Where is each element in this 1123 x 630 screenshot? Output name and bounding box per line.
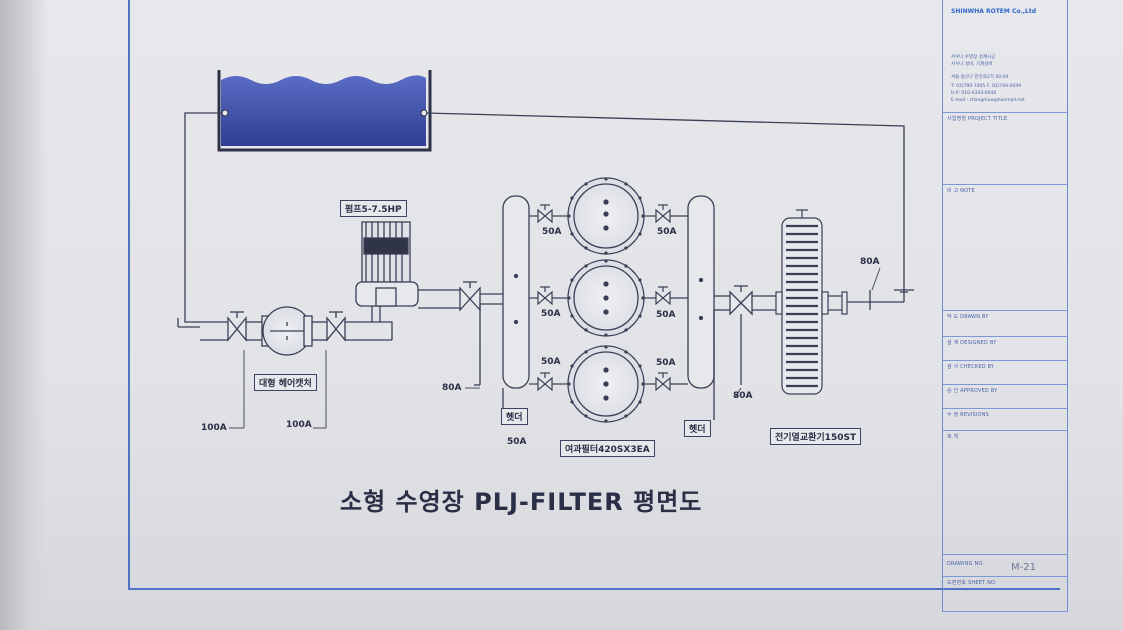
- size-50a-bottom: 50A: [507, 437, 527, 447]
- title-block-row: 작 도 DRAWN BY: [943, 310, 1067, 337]
- heat-exchanger: [775, 209, 904, 395]
- header-right: [687, 195, 715, 420]
- title-block-row: DRAWING NO.: [943, 554, 1067, 577]
- title-block-row: 사업명칭 PROJECT TITLE: [943, 112, 1067, 185]
- valve-size-label: 50A: [656, 358, 676, 368]
- filter-inlet-valves: [529, 204, 568, 392]
- header-right-label: 헷더: [684, 420, 711, 437]
- hair-catcher-assembly: [200, 306, 392, 356]
- filter-label: 여과필터420SX3EA: [560, 440, 655, 457]
- title-block-row: 비 고 NOTE: [943, 184, 1067, 311]
- paper-edge-shadow: [0, 0, 48, 630]
- title-block: SHINWHA ROTEM Co.,Ltd 서우나,수영장 설계시공 사우나 설…: [942, 0, 1068, 612]
- heater-label: 전기열교환기150ST: [770, 428, 862, 445]
- header-left-label: 헷더: [501, 408, 528, 425]
- company-line: H.P: 010-4343-0048: [951, 91, 997, 96]
- pool-wall: [217, 70, 432, 152]
- leader-lines: [229, 267, 881, 429]
- pool-water: [221, 75, 426, 146]
- drawing-frame: [128, 0, 1060, 590]
- pump-discharge: [459, 281, 504, 386]
- title-block-row: 축 척: [943, 430, 1067, 555]
- filter-top: [567, 177, 645, 255]
- title-block-row: 수 정 REVISIONS: [943, 408, 1067, 431]
- return-line: [425, 112, 914, 310]
- title-block-row: 검 사 CHECKED BY: [943, 360, 1067, 385]
- filter-outlet-valves: [644, 204, 688, 392]
- suction-line: [177, 112, 222, 328]
- valve-size-label: 50A: [657, 227, 677, 237]
- header-left: [502, 195, 530, 408]
- company-line: 서우나,수영장 설계시공: [951, 55, 996, 60]
- company-line: E-mail : changmuo@hanmail.net: [951, 98, 1025, 103]
- company-line: 사우나 설비, 기계설비: [951, 62, 993, 67]
- drawing-number: M-21: [1011, 562, 1036, 573]
- valve-size-label: 50A: [541, 309, 561, 319]
- size-80a-heater-in: 80A: [733, 391, 753, 401]
- title-block-row: 승 인 APPROVED BY: [943, 384, 1067, 409]
- filter-tanks: [567, 177, 645, 423]
- valve-size-label: 50A: [541, 357, 561, 367]
- valve-size-label: 50A: [542, 227, 562, 237]
- company-line: T: 02)790-7405 F: 02)749-0049: [951, 84, 1022, 89]
- filter-bottom: [567, 345, 645, 423]
- pump-label: 펌프5-7.5HP: [340, 200, 407, 217]
- pump: [355, 221, 460, 340]
- size-100a-left: 100A: [201, 423, 227, 433]
- valve-size-label: 50A: [656, 310, 676, 320]
- size-80a-pump: 80A: [442, 383, 462, 393]
- hair-catcher-label: 대형 헤어캣처: [254, 374, 317, 391]
- company-name: SHINWHA ROTEM Co.,Ltd: [951, 8, 1037, 15]
- size-80a-return: 80A: [860, 257, 880, 267]
- heater-inlet: [714, 285, 778, 385]
- size-100a-right: 100A: [286, 420, 312, 430]
- drawing-title: 소형 수영장 PLJ-FILTER 평면도: [340, 488, 703, 516]
- filter-middle: [567, 259, 645, 337]
- title-block-row: 도면번호 SHEET NO.: [943, 576, 1067, 612]
- title-block-row: 설 계 DESIGNED BY: [943, 336, 1067, 361]
- company-line: 서울 용산구 한강로2가 40-04: [951, 75, 1009, 80]
- pool: [217, 70, 432, 152]
